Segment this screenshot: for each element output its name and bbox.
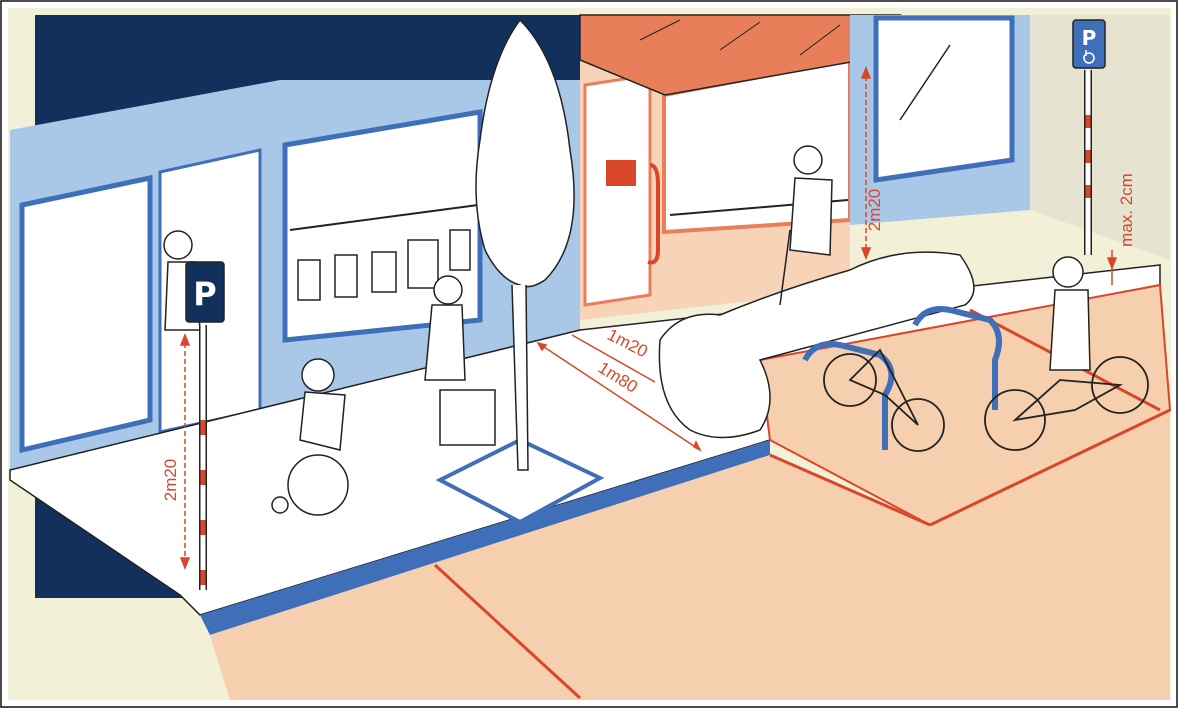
person-wheelchair — [271, 358, 349, 516]
left-shop-window — [19, 174, 153, 454]
road-paving — [210, 410, 1170, 700]
disabled-parking-sign-letter: P — [1082, 26, 1097, 50]
parking-sign-letter: P — [193, 275, 216, 313]
bike-rack-1 — [802, 341, 895, 450]
wheelchair-icon — [1083, 50, 1095, 64]
street-tree — [475, 18, 575, 471]
suitcase — [439, 389, 496, 446]
pole-height-label: 2m20 — [161, 459, 180, 502]
person-with-suitcase — [424, 275, 496, 446]
parking-sign-plate — [185, 261, 225, 323]
bicycle-2 — [984, 356, 1149, 451]
kerb-height-label: max. 2cm — [1117, 173, 1136, 247]
person-blind-with-cane — [779, 145, 833, 306]
bicycle-1 — [823, 348, 945, 452]
door-handle — [647, 163, 660, 265]
bakery-door — [583, 73, 652, 307]
awning-height-label: 2m20 — [865, 189, 884, 232]
shop-window-bags — [297, 229, 471, 301]
right-shop-window — [873, 15, 1015, 183]
disabled-parking-sign: P — [1072, 19, 1106, 255]
bike-rack-2 — [912, 306, 1002, 410]
disabled-parking-sign-plate — [1072, 19, 1106, 69]
dimension-annotations — [179, 65, 1118, 571]
bicycle-parking — [802, 306, 1149, 452]
tree-grate — [435, 437, 605, 525]
door-plaque — [606, 160, 636, 186]
parking-sign: P — [185, 261, 225, 590]
kerb-edge — [200, 440, 770, 635]
person-with-bicycle — [1049, 256, 1091, 371]
